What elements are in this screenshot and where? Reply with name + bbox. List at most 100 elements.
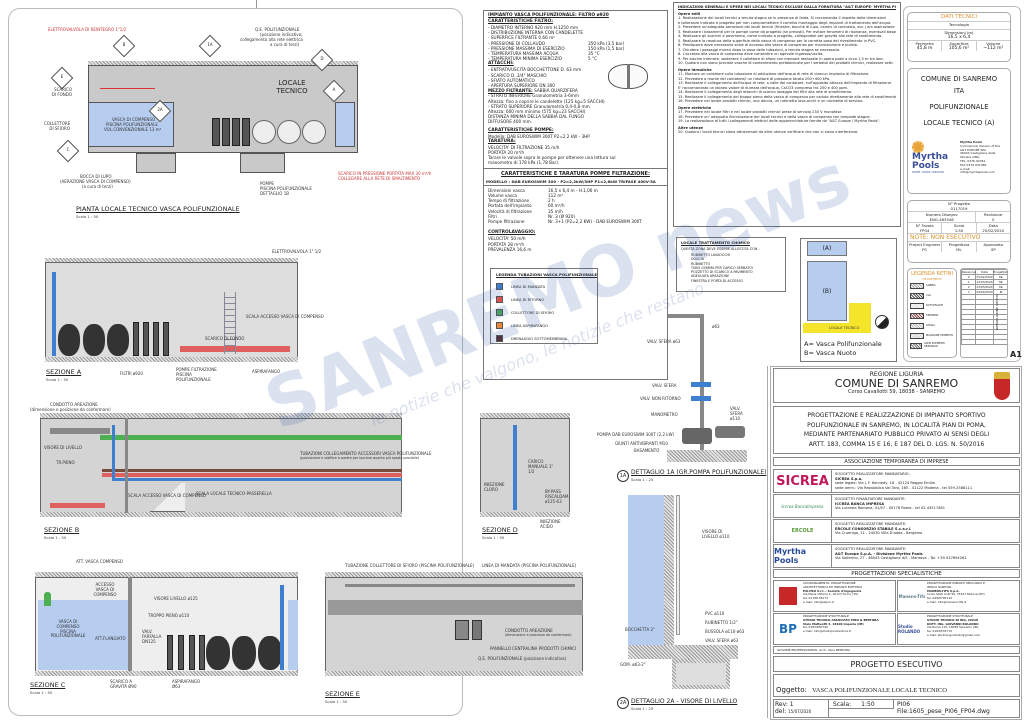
hatch-label: MAGRONE CEMENTO xyxy=(926,333,954,337)
project-line: ARTT. 183, COMMA 15 E 16, E 187 DEL D. L… xyxy=(808,440,985,448)
legend-swatch xyxy=(496,283,503,290)
chem-room-panel: LOCALE TRATTAMENTO CHIMICO QUESTA ZONA D… xyxy=(676,237,786,292)
notes-item: 6. Predisporre dove necessario scale di … xyxy=(678,43,859,47)
plan-pool-edge xyxy=(335,102,355,147)
specialist-line: STUDIO TECNICO DI ING. CIVILE xyxy=(927,617,979,622)
hatch-label: SOTTOFALDE xyxy=(926,303,943,307)
pump xyxy=(212,118,220,146)
hatch-label: ALTRI ELEMENTI SEZIONATI xyxy=(924,342,945,348)
mezzo-head: MEZZO FILTRANTE: xyxy=(488,88,533,94)
section-c-tank xyxy=(38,600,128,670)
spec-value: 350 kPa (3,5 bar) xyxy=(588,40,625,46)
specialist-logo-text: Manens-Tifs xyxy=(898,593,926,599)
address: Corso Cavallotti 59, 18038 - SANREMO xyxy=(848,389,945,395)
pump-table-row: Dimensioni vasca 16,5 x 6,4 m - H.1,06 m xyxy=(488,188,663,193)
label: SCALA LOCALE TECNICO-PASSERELLA xyxy=(196,491,272,496)
hatch-legend-item: ALTRI ELEMENTI SEZIONATI xyxy=(910,341,954,351)
right-panel xyxy=(903,6,1021,362)
label: PVC ø110 xyxy=(705,611,725,616)
hatch-legend-item: GHIAIA xyxy=(910,321,954,331)
detail-2a-floor xyxy=(628,645,738,659)
label-elettrovalvola: ELETTROVALVOLA DI REINTEGRO 1"1/2 xyxy=(48,27,127,32)
partition-wall xyxy=(128,577,132,672)
tech-data-title: DATI TECNICI xyxy=(908,13,1010,22)
keymap-legend-a: A= Vasca Polifunzionale xyxy=(804,340,882,348)
spec-label: - DIAMETRO INTERNO 920 mm H.1250 mm xyxy=(488,25,579,30)
pump-body xyxy=(682,428,712,444)
company-address: Via Solferino, 27 - 46043 Castiglione d/… xyxy=(835,556,967,561)
pump-model: MODELLO : DAB EUROSWIM 300 - P2=2,2kW/3H… xyxy=(484,179,667,186)
pipe-mandata xyxy=(280,585,284,670)
pump-table-label: Dimensioni vasca xyxy=(488,187,525,193)
rev-value: 0 xyxy=(991,217,995,222)
notes-item: 5. Realizzare la rasatura della superfic… xyxy=(678,38,877,43)
chem-room-item: POZZETTO DI SCARICO A PAVIMENTO xyxy=(691,270,753,275)
pump-table-label: Velocità di filtrazione xyxy=(488,208,532,214)
label: CARICO MANUALE 1" 1/2 xyxy=(528,459,554,474)
chem-room-intro: QUESTA ZONA DEVE ESSERE ALLESTITA CON : xyxy=(681,247,760,251)
spec-line: - ENTRATA/USCITA BOCCHETTONE D. 63 mm xyxy=(488,67,582,73)
section-tag-label: 2A xyxy=(157,107,163,112)
tav-value: FP04 xyxy=(920,228,930,233)
pump-table-value: 16,5 x 6,4 m - H.1,06 m xyxy=(548,187,598,193)
label: ELETTROVALVOLA 1" 1/2 xyxy=(272,249,322,254)
filter-tank xyxy=(58,324,80,356)
hatch-label: CLS xyxy=(926,293,931,297)
notes-section-head: Altre utenze xyxy=(678,125,703,130)
del-value: 15/07/2020 xyxy=(788,709,812,714)
rev-value: 1 xyxy=(789,701,794,708)
specialist-logo-text: Studio ROLANDO xyxy=(898,624,921,634)
pump-table-label: Tempo di filtrazione xyxy=(488,198,530,204)
hatch-legend-item: SOTTOFALDE xyxy=(910,301,954,311)
label: VALV. FARFALLA DN125 xyxy=(142,629,162,644)
rev-header: Progettista xyxy=(992,269,1008,275)
label: VASCA DI COMPENSO PISCINA POLIFUNZIONALE xyxy=(50,619,86,639)
air-duct xyxy=(50,428,110,434)
brand-info-line: e-mail: xyxy=(960,166,971,171)
label-scarico-pressione-1: SCARICO IN PRESSIONE PORTATA MAX 30 m³/h xyxy=(338,171,432,176)
filter-tank xyxy=(206,636,230,670)
oggetto-label: Oggetto: xyxy=(776,686,807,694)
label-qe3: collegamento alla rete elettrica xyxy=(240,37,303,42)
company-logo: SICREA xyxy=(774,470,832,492)
legend-swatch xyxy=(496,309,503,316)
brand-info-line: Myrtha Pools xyxy=(960,140,983,144)
spec-label: - PRESSIONE MASSIMA DI ESERCIZIO xyxy=(488,45,565,51)
specialist-logo: Manens-Tifs xyxy=(898,581,926,611)
volume-value: ~112 m³ xyxy=(983,46,1004,51)
detail-1a-title: DETTAGLIO 1A (GR.POMPA POLIFUNZIONALE) xyxy=(631,469,767,476)
spec-value: 5 °C xyxy=(588,56,598,62)
section-e-scale: Scala 1 : 50 xyxy=(325,699,348,704)
label: VISORE DI LIVELLO ø110 xyxy=(702,529,730,539)
hatch-swatch xyxy=(910,333,924,339)
designer-value: ML xyxy=(956,247,962,252)
detail-base xyxy=(667,450,747,462)
label-vasca-1: VASCA DI COMPENSO xyxy=(112,117,156,122)
pump-table-value: Nr. 3+1 (P2=2,2 KW) - DAB EUROSWIM 300T xyxy=(548,219,642,225)
detail-1a-scale: Scala 1 : 25 xyxy=(631,477,654,482)
section-e-title: SEZIONE E xyxy=(325,690,360,698)
designer-label: Progettista xyxy=(948,242,970,247)
pump xyxy=(178,635,184,670)
filter-spec-title: IMPIANTO VASCA POLIFUNZIONALE: FILTRO ø9… xyxy=(488,13,609,18)
pump-table-label: Pompe filtrazione xyxy=(488,219,525,225)
plan-scale: Scala 1 : 50 xyxy=(76,214,99,219)
label: SCARICO DI FONDO xyxy=(205,336,245,341)
hatch-label: SABBIA xyxy=(926,283,936,287)
project-line: POLIFUNZIONALE IN SANREMO, IN LOCALITÀ P… xyxy=(807,421,986,429)
label: VALV. SFERA xyxy=(652,383,677,388)
nprog-value: 0117019 xyxy=(950,206,968,211)
hatch-legend-sub: (SE PRESENTI) xyxy=(921,277,943,281)
specialist-line: Corso Stati Uniti 56, 35127 Padova (PD) xyxy=(927,592,985,597)
label: CONDOTTO AREAZIONE xyxy=(505,628,553,633)
specialist-line: DOTT. ING. GIOVANNI ROLANDO xyxy=(927,621,979,626)
comune: COMUNE DI SANREMO xyxy=(834,377,959,390)
